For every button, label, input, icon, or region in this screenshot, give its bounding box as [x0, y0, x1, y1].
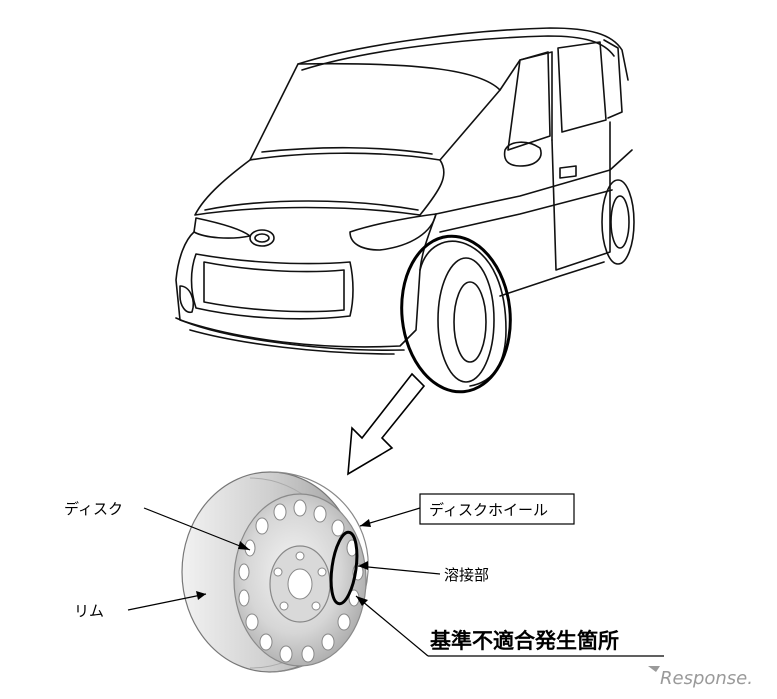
- car-windshield: [249, 62, 501, 161]
- car-rear-wheel: [601, 179, 635, 265]
- weld-highlight-circle: [329, 530, 359, 606]
- watermark-text: Response.: [660, 668, 753, 689]
- car-sliding-door: [551, 121, 611, 271]
- car-roof: [297, 27, 629, 81]
- response-watermark: Response.: [648, 666, 753, 689]
- leader-weld: [357, 565, 441, 575]
- car-side-window-rear: [557, 41, 607, 133]
- disc-wheel-label-box: [419, 493, 575, 525]
- leader-lines: [127, 507, 664, 657]
- car-wheel-highlight-circle: [400, 234, 512, 394]
- leader-arrowheads: [196, 519, 371, 606]
- leader-defect: [355, 595, 429, 657]
- label-disc-wheel: ディスクホイール: [429, 501, 548, 519]
- car-illustration: [175, 27, 635, 387]
- car-front-body: [175, 213, 437, 348]
- car-hood: [194, 159, 445, 216]
- car-front-tire: [437, 257, 495, 383]
- car-fog-lamp: [179, 285, 195, 314]
- wheel-vent-holes: [238, 499, 364, 663]
- label-disc: ディスク: [64, 500, 123, 518]
- car-headlight-right: [349, 213, 437, 251]
- car-grille: [190, 253, 354, 320]
- label-defect-location: 基準不適合発生箇所: [430, 629, 619, 653]
- car-headlight-left: [193, 217, 251, 239]
- label-weld: 溶接部: [444, 566, 489, 584]
- pointer-arrow: [347, 372, 426, 476]
- car-side-window-front: [507, 51, 551, 151]
- disc-wheel-illustration: [181, 471, 369, 673]
- wheel-lug-holes: [273, 551, 327, 611]
- label-rim: リム: [74, 602, 104, 620]
- leader-disc: [143, 507, 251, 551]
- leader-rim: [127, 593, 207, 611]
- car-emblem: [249, 229, 275, 247]
- car-mirror: [503, 141, 542, 167]
- watermark-swoosh-icon: [648, 666, 660, 672]
